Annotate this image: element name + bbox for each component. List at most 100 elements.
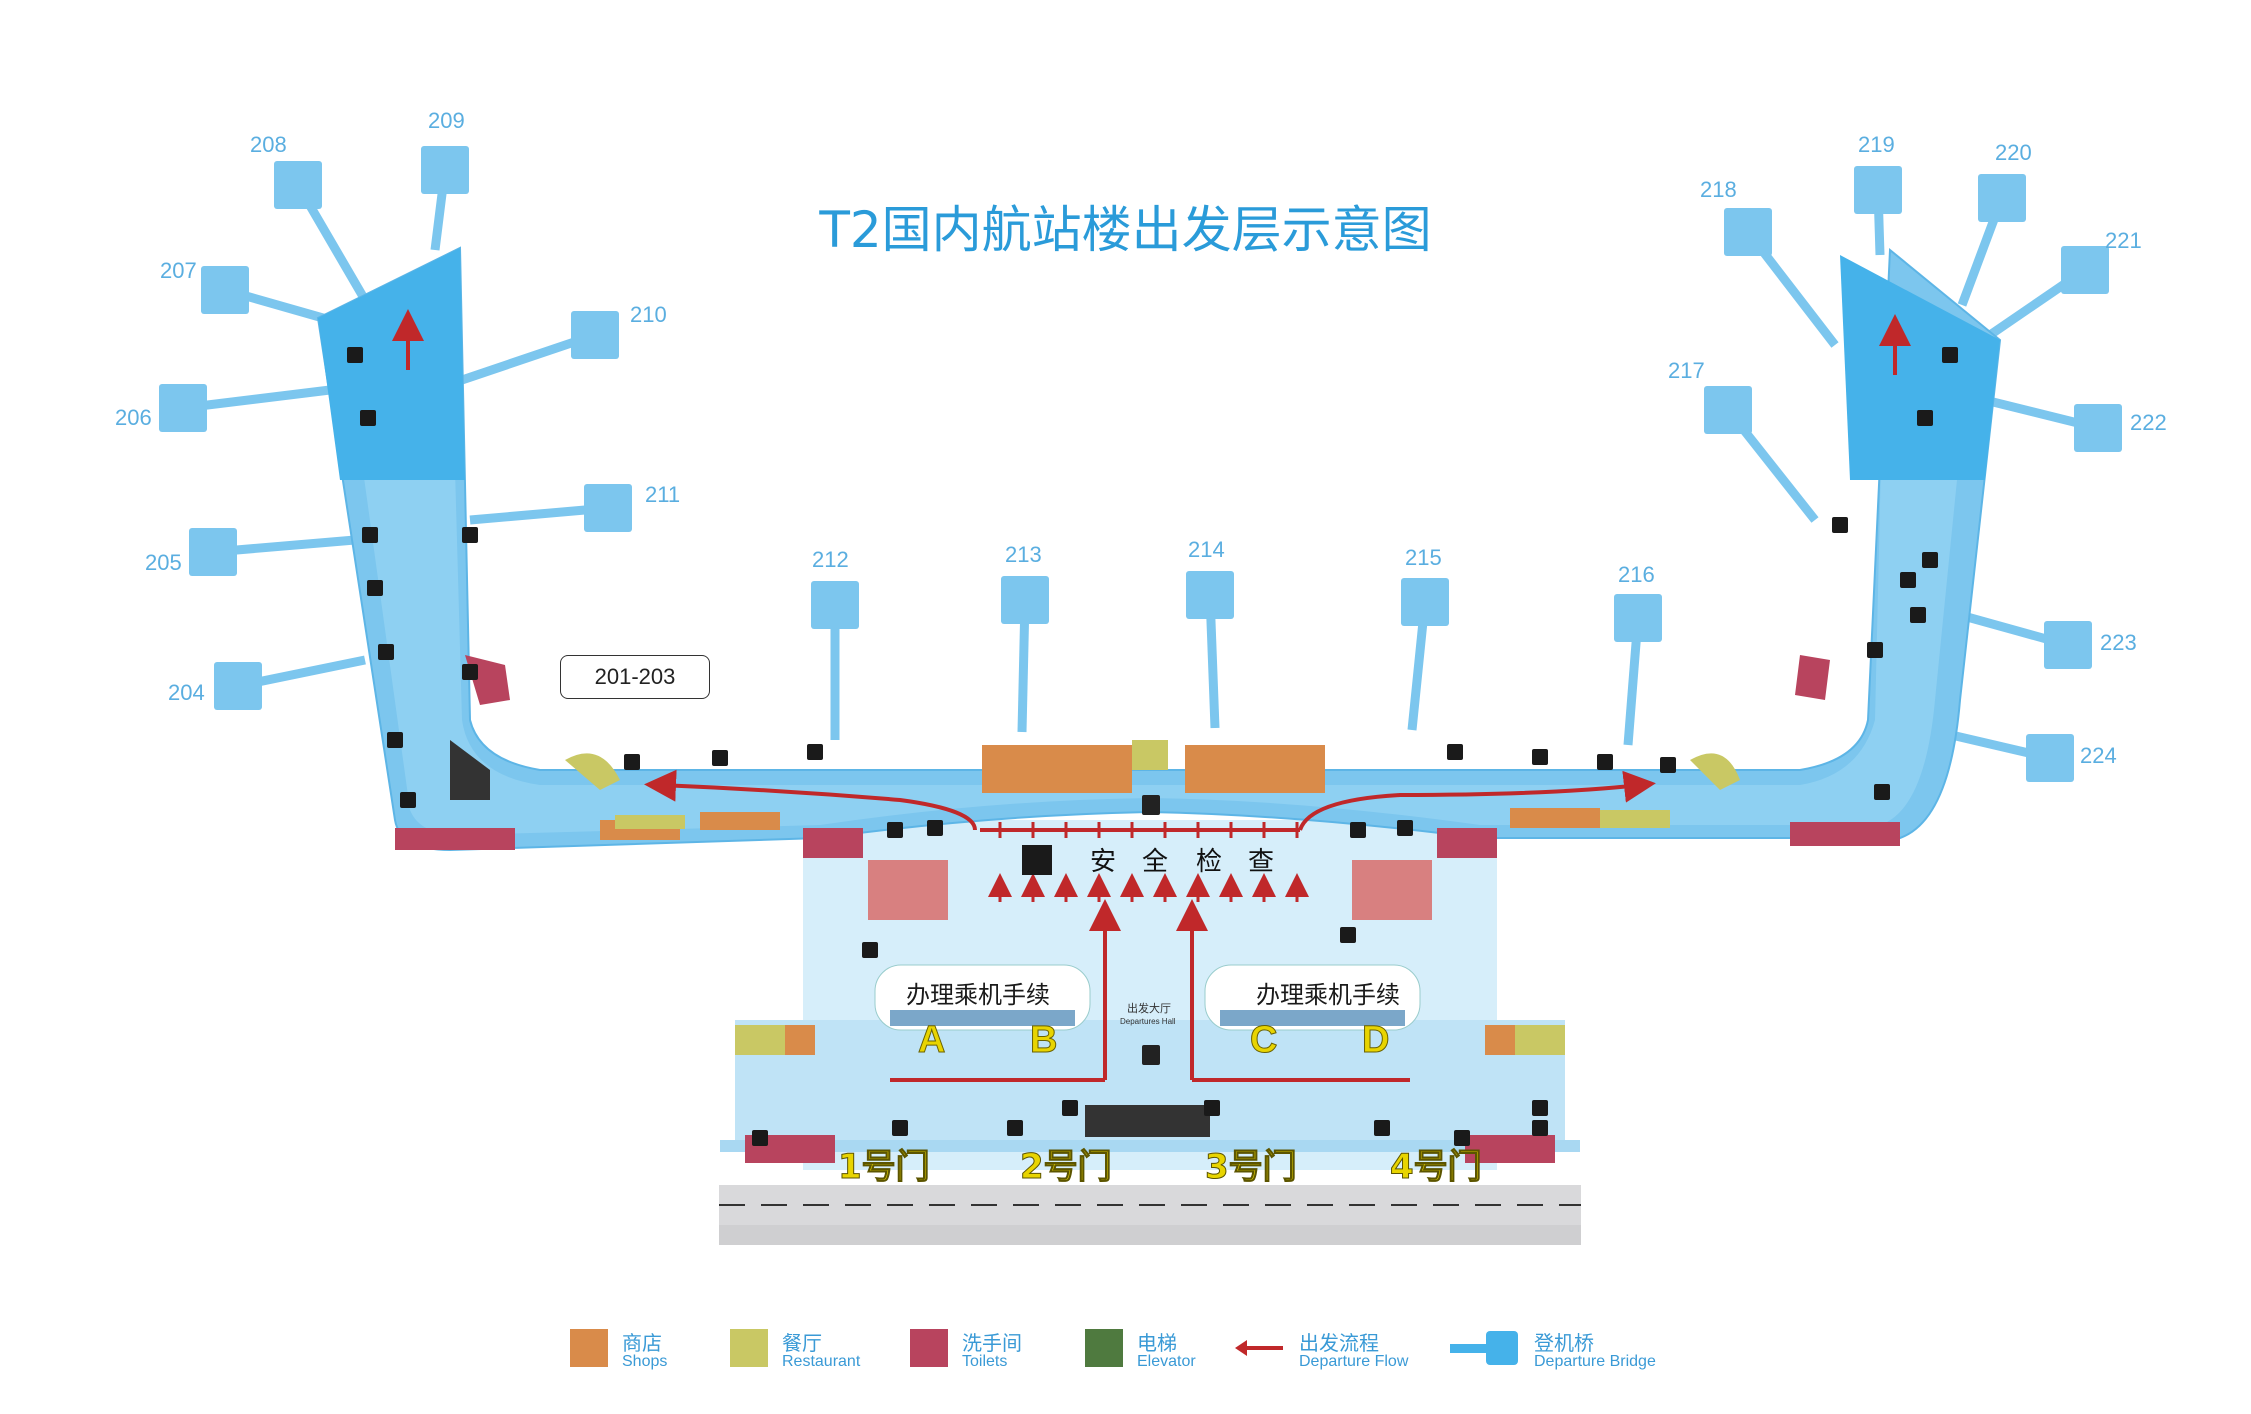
- gate-box-208[interactable]: [274, 161, 322, 209]
- gate-box-224[interactable]: [2026, 734, 2074, 782]
- service-icon: [400, 792, 416, 808]
- service-icon: [378, 644, 394, 660]
- counter-b: B: [1030, 1019, 1057, 1061]
- gate-label-215: 215: [1405, 545, 1442, 570]
- gate-label-206: 206: [115, 405, 152, 430]
- service-icon: [1874, 784, 1890, 800]
- legend-swatch-elevator: [1085, 1329, 1123, 1367]
- door-4: 4号门: [1390, 1147, 1482, 1187]
- service-icon: [1532, 749, 1548, 765]
- gate-box-223[interactable]: [2044, 621, 2092, 669]
- service-icon: [1532, 1100, 1548, 1116]
- gate-label-213: 213: [1005, 542, 1042, 567]
- counter-c: C: [1250, 1019, 1277, 1061]
- gate-box-222[interactable]: [2074, 404, 2122, 452]
- service-icon: [1900, 572, 1916, 588]
- gate-label-224: 224: [2080, 743, 2117, 768]
- gate-label-221: 221: [2105, 228, 2142, 253]
- service-icon: [807, 744, 823, 760]
- gate-box-219[interactable]: [1854, 166, 1902, 214]
- gate-box-213[interactable]: [1001, 576, 1049, 624]
- service-icon: [1922, 552, 1938, 568]
- service-icon: [367, 580, 383, 596]
- legend-flow-arrow-icon: [1235, 1340, 1283, 1356]
- legend: 商店 Shops 餐厅 Restaurant 洗手间 Toilets 电梯 El…: [570, 1325, 1720, 1385]
- service-icons: [347, 347, 1958, 1146]
- checkin-label-right: 办理乘机手续: [1256, 981, 1400, 1009]
- legend-elevator-cn: 电梯: [1137, 1331, 1177, 1355]
- service-icon: [1007, 1120, 1023, 1136]
- gate-box-211[interactable]: [584, 484, 632, 532]
- security-text-4: 查: [1248, 847, 1290, 877]
- gate-label-219: 219: [1858, 132, 1895, 157]
- amenities: [395, 655, 1900, 1163]
- service-icon: [1832, 517, 1848, 533]
- gate-label-222: 222: [2130, 410, 2167, 435]
- legend-flow-en: Departure Flow: [1299, 1353, 1409, 1370]
- service-icon: [1204, 1100, 1220, 1116]
- service-icon: [1917, 410, 1933, 426]
- gate-box-210[interactable]: [571, 311, 619, 359]
- departure-bridges: [159, 146, 2122, 782]
- gate-box-218[interactable]: [1724, 208, 1772, 256]
- legend-toilets-en: Toilets: [962, 1353, 1008, 1370]
- service-icon: [1532, 1120, 1548, 1136]
- security-text-2: 全: [1142, 847, 1184, 877]
- service-icon: [1454, 1130, 1470, 1146]
- legend-swatch-toilets: [910, 1329, 948, 1367]
- departures-hall-en: Departures Hall: [1120, 1017, 1176, 1026]
- gate-label-209: 209: [428, 108, 465, 133]
- service-icon: [1062, 1100, 1078, 1116]
- gate-label-211: 211: [645, 482, 680, 507]
- left-pier-tip: [318, 248, 465, 480]
- service-icon: [1910, 607, 1926, 623]
- legend-shops-en: Shops: [622, 1353, 668, 1370]
- service-icon: [752, 1130, 768, 1146]
- gate-box-214[interactable]: [1186, 571, 1234, 619]
- service-icon: [1374, 1120, 1390, 1136]
- gate-label-208: 208: [250, 132, 287, 157]
- gate-box-217[interactable]: [1704, 386, 1752, 434]
- legend-flow-cn: 出发流程: [1299, 1331, 1379, 1355]
- gate-box-215[interactable]: [1401, 578, 1449, 626]
- gate-box-204[interactable]: [214, 662, 262, 710]
- service-icon: [387, 732, 403, 748]
- legend-elevator-en: Elevator: [1137, 1353, 1196, 1370]
- gate-label-207: 207: [160, 258, 197, 283]
- service-icon: [1350, 822, 1366, 838]
- legend-swatch-restaurant: [730, 1329, 768, 1367]
- legend-restaurant-cn: 餐厅: [782, 1331, 822, 1355]
- gate-box-206[interactable]: [159, 384, 207, 432]
- security-text-1: 安: [1090, 847, 1132, 877]
- gate-box-221[interactable]: [2061, 246, 2109, 294]
- departures-hall-cn: 出发大厅: [1127, 1001, 1171, 1015]
- service-icon: [1660, 757, 1676, 773]
- security-checkpoint: 安 全 检 查: [1022, 845, 1290, 877]
- service-icon: [712, 750, 728, 766]
- service-icon: [362, 527, 378, 543]
- gate-box-209[interactable]: [421, 146, 469, 194]
- service-icon: [892, 1120, 908, 1136]
- gate-box-207[interactable]: [201, 266, 249, 314]
- gate-label-210: 210: [630, 302, 667, 327]
- service-icon: [862, 942, 878, 958]
- checkin-islands: [874, 964, 1421, 1031]
- service-icon: [462, 527, 478, 543]
- legend-swatch-shops: [570, 1329, 608, 1367]
- gate-label-217: 217: [1668, 358, 1705, 383]
- bridge-206: [182, 385, 331, 413]
- gate-box-205[interactable]: [189, 528, 237, 576]
- service-icon: [462, 664, 478, 680]
- legend-bridge-cn: 登机桥: [1534, 1331, 1594, 1355]
- service-icon: [1942, 347, 1958, 363]
- gate-box-216[interactable]: [1614, 594, 1662, 642]
- legend-bridge-en: Departure Bridge: [1534, 1353, 1656, 1370]
- legend-restaurant-en: Restaurant: [782, 1353, 861, 1370]
- gate-label-223: 223: [2100, 630, 2137, 655]
- gate-box-220[interactable]: [1978, 174, 2026, 222]
- checkin-label-left: 办理乘机手续: [906, 981, 1050, 1009]
- gate-box-212[interactable]: [811, 581, 859, 629]
- gate-201-203-callout: 201-203: [560, 655, 710, 699]
